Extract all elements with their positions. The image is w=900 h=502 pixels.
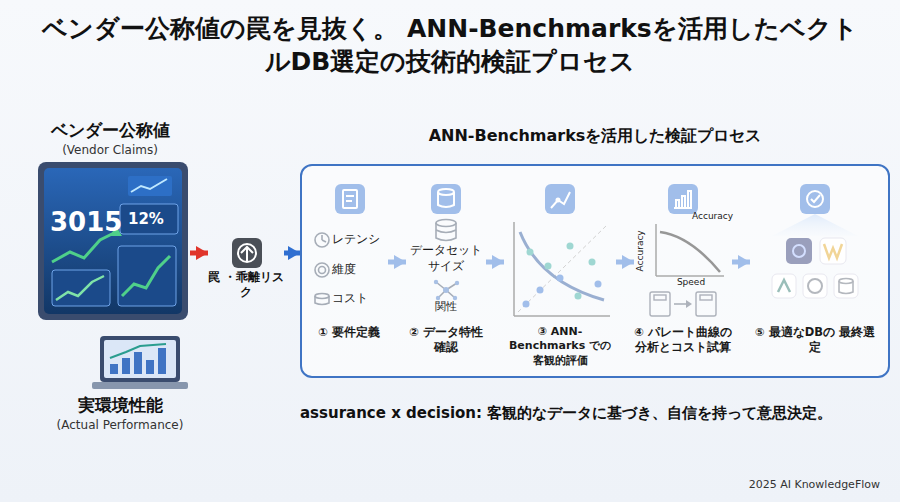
process-step: ③ ANN-Benchmarks での客観的評価 xyxy=(504,175,616,372)
node-text: 罠 ・乖離リスク xyxy=(208,270,284,300)
note: assurance x decision: 客観的なデータに基づき、自信を持って… xyxy=(300,404,890,423)
screen-number: 3015 xyxy=(50,206,122,239)
node-text: レテンシ xyxy=(332,232,388,248)
screen-number: 12% xyxy=(128,210,164,229)
node-text: Speed xyxy=(656,277,726,289)
node-text: (Actual Performance) xyxy=(30,418,210,434)
node-text: 実環境性能 xyxy=(30,394,210,416)
node-text: Accuracy xyxy=(692,211,736,223)
node-text: ④ パレート曲線の 分析とコスト試算 xyxy=(634,325,732,355)
illustration-box: 実環境性能 (Actual Performance) xyxy=(30,330,210,442)
node-text: ③ ANN-Benchmarks での客観的評価 xyxy=(504,325,616,368)
node-text: 維度 xyxy=(332,262,388,278)
title: ベンダー公称値の罠を見抜く。 ANN-Benchmarksを活用したベクトルDB… xyxy=(40,12,860,78)
node-text: ANN-Benchmarksを活用した検証プロセス xyxy=(300,126,890,147)
node-text: コスト xyxy=(332,291,388,307)
node-text: Accuracy xyxy=(635,226,647,276)
process-panel: ANN-Benchmarksを活用した検証プロセスレテンシ維度コスト ① 要件定義… xyxy=(300,120,890,378)
flow-arrow xyxy=(284,251,300,256)
node-text: (Vendor Claims) xyxy=(30,143,190,159)
watermark: 2025 AI KnowledgeFlow xyxy=(749,478,880,492)
process-step: ⑤ 最適なDBの 最終選定 xyxy=(750,175,880,363)
node-text: ② データ特性確認 xyxy=(406,325,486,355)
flow-arrow xyxy=(190,251,208,256)
node-text: 関性 xyxy=(406,300,486,314)
process-step: AccuracyAccuracySpeed④ パレート曲線の 分析とコスト試算 xyxy=(634,175,732,363)
node-text: ベンダー公称値 xyxy=(30,119,190,141)
node-text: ⑤ 最適なDBの 最終選定 xyxy=(750,325,880,355)
process-step: レテンシ維度コスト ① 要件定義 xyxy=(310,175,388,363)
process-step: データセット サイズ関性 ② データ特性確認 xyxy=(406,175,486,363)
risk-box: 罠 ・乖離リスク xyxy=(208,236,284,316)
node-text: データセット サイズ xyxy=(406,243,486,274)
node-text: ① 要件定義 xyxy=(310,325,388,340)
